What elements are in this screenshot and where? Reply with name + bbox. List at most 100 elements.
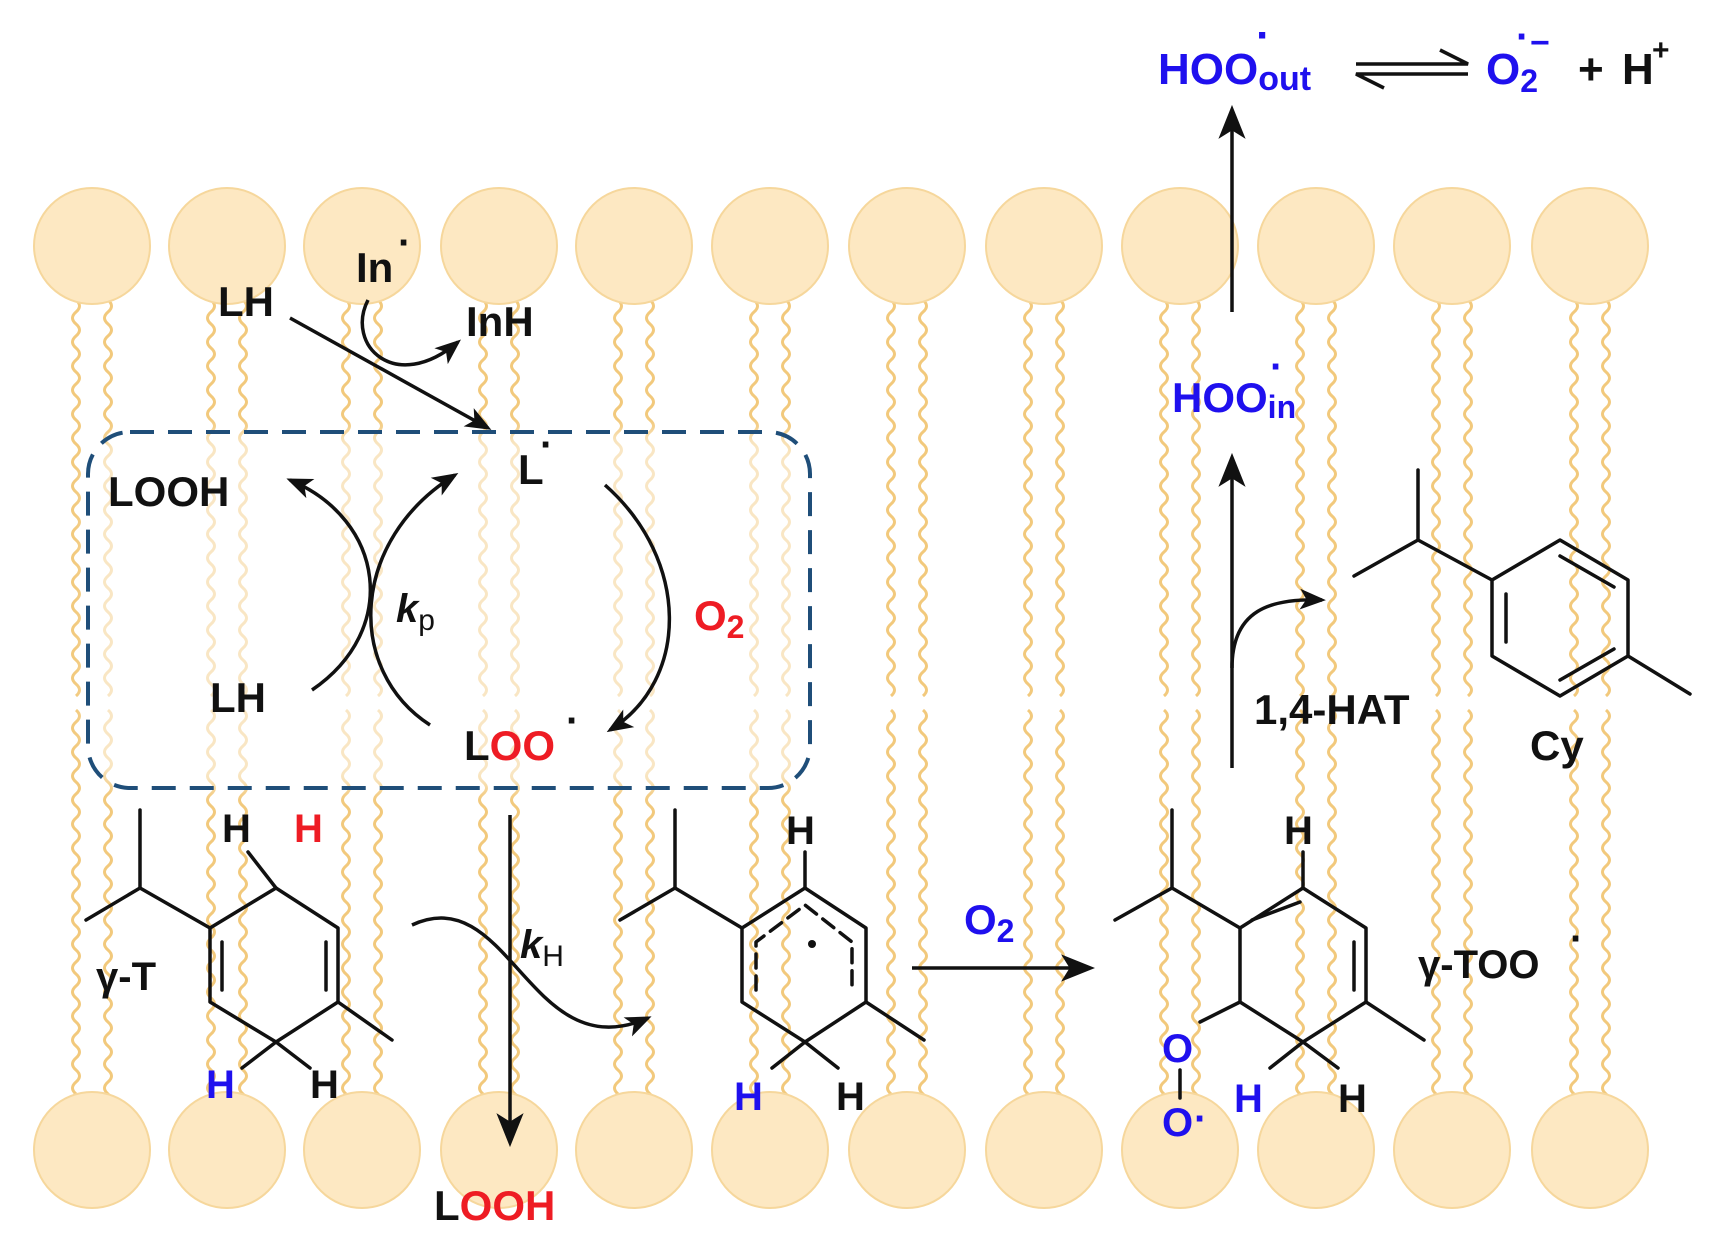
lipid-head bbox=[848, 187, 966, 305]
lipid-head bbox=[711, 187, 829, 305]
lipid-tail-lower bbox=[1055, 708, 1065, 1108]
lipid-tail-upper bbox=[1191, 298, 1201, 698]
proton-charge: + bbox=[1652, 34, 1670, 67]
gt-h-bottom-black: H bbox=[310, 1063, 339, 1107]
lipid-head bbox=[33, 187, 151, 305]
proton-label: H bbox=[1622, 45, 1654, 94]
cymene-label: Cy bbox=[1530, 722, 1584, 769]
lh-to-looh-arc bbox=[286, 478, 373, 692]
lipid-tail-lower bbox=[71, 708, 81, 1108]
l-radical-dot: · bbox=[540, 423, 553, 467]
loo-to-l-arc bbox=[369, 472, 459, 727]
gt-h-bottom-blue: H bbox=[206, 1063, 235, 1107]
lh-initiation-label: LH bbox=[218, 278, 274, 325]
looh-product-label: LOOH bbox=[434, 1182, 555, 1229]
lipid-tail-upper bbox=[886, 298, 896, 698]
too-o2-dot: · bbox=[1194, 1097, 1207, 1141]
lipid-tail-upper bbox=[71, 298, 81, 698]
lipid-heads bbox=[33, 187, 1649, 1209]
hat-label: 1,4-HAT bbox=[1254, 686, 1410, 733]
radical-center-dot bbox=[808, 940, 816, 948]
lipid-head bbox=[303, 1091, 421, 1209]
lipid-head bbox=[711, 1091, 829, 1209]
terpinene-radical-structure bbox=[618, 808, 926, 1070]
lipid-head bbox=[575, 1091, 693, 1209]
equilibrium-arrows bbox=[1355, 48, 1469, 90]
lipid-tail-upper bbox=[918, 298, 928, 698]
lipid-tail-upper bbox=[1159, 298, 1169, 698]
lipid-head bbox=[575, 187, 693, 305]
lipid-tail-lower bbox=[886, 708, 896, 1108]
initiator-radical-dot: · bbox=[398, 221, 411, 265]
lipid-tail-lower bbox=[1023, 708, 1033, 1108]
gamma-too-dot: · bbox=[1570, 917, 1583, 961]
superoxide-minus: − bbox=[1530, 24, 1550, 62]
lipid-head bbox=[1257, 187, 1375, 305]
superoxide-dot: · bbox=[1516, 15, 1529, 59]
lipid-head bbox=[33, 1091, 151, 1209]
lipid-tail-upper bbox=[1431, 298, 1441, 698]
initiator-radical-label: In bbox=[356, 244, 393, 291]
lipid-tail-lower bbox=[1191, 708, 1201, 1108]
lipid-head bbox=[985, 187, 1103, 305]
too-h-top: H bbox=[1284, 809, 1313, 853]
lipid-tail-lower bbox=[1601, 708, 1611, 1108]
lipid-tail-lower bbox=[1295, 708, 1305, 1108]
loo-radical-dot: · bbox=[566, 699, 579, 743]
lipid-head bbox=[985, 1091, 1103, 1209]
initiation-arrow bbox=[289, 316, 492, 430]
lipid-tail-lower bbox=[1463, 708, 1473, 1108]
rad-h-bottom-black: H bbox=[836, 1075, 865, 1119]
lipid-tail-lower bbox=[1569, 708, 1579, 1108]
cycle-box-shadow bbox=[88, 432, 810, 788]
lipid-tail-upper bbox=[1327, 298, 1337, 698]
hat-curved-arrow bbox=[411, 916, 652, 1037]
o2-blue-label: O2 bbox=[964, 896, 1014, 949]
lipid-head bbox=[848, 1091, 966, 1209]
rad-h-bottom-blue: H bbox=[734, 1075, 763, 1119]
superoxide-label: O2 bbox=[1486, 45, 1538, 99]
lipid-head bbox=[1257, 1091, 1375, 1209]
lipid-tail-lower bbox=[1431, 708, 1441, 1108]
rad-h-top: H bbox=[786, 809, 815, 853]
lipid-head bbox=[168, 1091, 286, 1209]
gamma-t-label: γ-T bbox=[96, 955, 156, 999]
in-to-inh-curved-arrow bbox=[360, 299, 461, 367]
l-to-loo-arrow bbox=[603, 483, 672, 733]
lipid-tail-upper bbox=[1463, 298, 1473, 698]
propagation-cycle-box bbox=[86, 430, 812, 790]
hoo-out-radical-dot: · bbox=[1256, 11, 1271, 60]
hoo-in-label: HOOin bbox=[1172, 374, 1296, 425]
lipid-tail-upper bbox=[1023, 298, 1033, 698]
lipid-tail-lower bbox=[1159, 708, 1169, 1108]
lipid-head bbox=[1393, 187, 1511, 305]
lh-cycle-label: LH bbox=[210, 674, 266, 721]
peroxyl-radical-structure bbox=[1113, 808, 1426, 1100]
lipid-tail-lower bbox=[918, 708, 928, 1108]
p-cymene-structure bbox=[1352, 468, 1692, 698]
cy-curved-arrow bbox=[1230, 588, 1326, 669]
lipid-head bbox=[168, 187, 286, 305]
lipid-head bbox=[1393, 1091, 1511, 1209]
lipid-head bbox=[440, 187, 558, 305]
looh-cycle-label: LOOH bbox=[108, 468, 229, 515]
too-h-bottom-black: H bbox=[1338, 1077, 1367, 1121]
too-h-bottom-blue: H bbox=[1234, 1077, 1263, 1121]
lipid-head bbox=[1531, 1091, 1649, 1209]
gt-h-top-black: H bbox=[222, 807, 251, 851]
lipid-tail-upper bbox=[1569, 298, 1579, 698]
lipid-tail-upper bbox=[1601, 298, 1611, 698]
plus-sign: + bbox=[1578, 45, 1604, 94]
lipid-tail-upper bbox=[1295, 298, 1305, 698]
hoo-in-radical-dot: · bbox=[1270, 345, 1283, 389]
loo-radical-label: LOO bbox=[464, 722, 555, 769]
too-o1: O bbox=[1162, 1027, 1193, 1071]
lipid-head bbox=[1531, 187, 1649, 305]
too-o2: O bbox=[1162, 1101, 1193, 1145]
hoo-out-label: HOOout bbox=[1158, 45, 1311, 98]
inh-label: InH bbox=[466, 298, 534, 345]
kh-label: kH bbox=[520, 923, 564, 973]
lipid-head bbox=[440, 1091, 558, 1209]
